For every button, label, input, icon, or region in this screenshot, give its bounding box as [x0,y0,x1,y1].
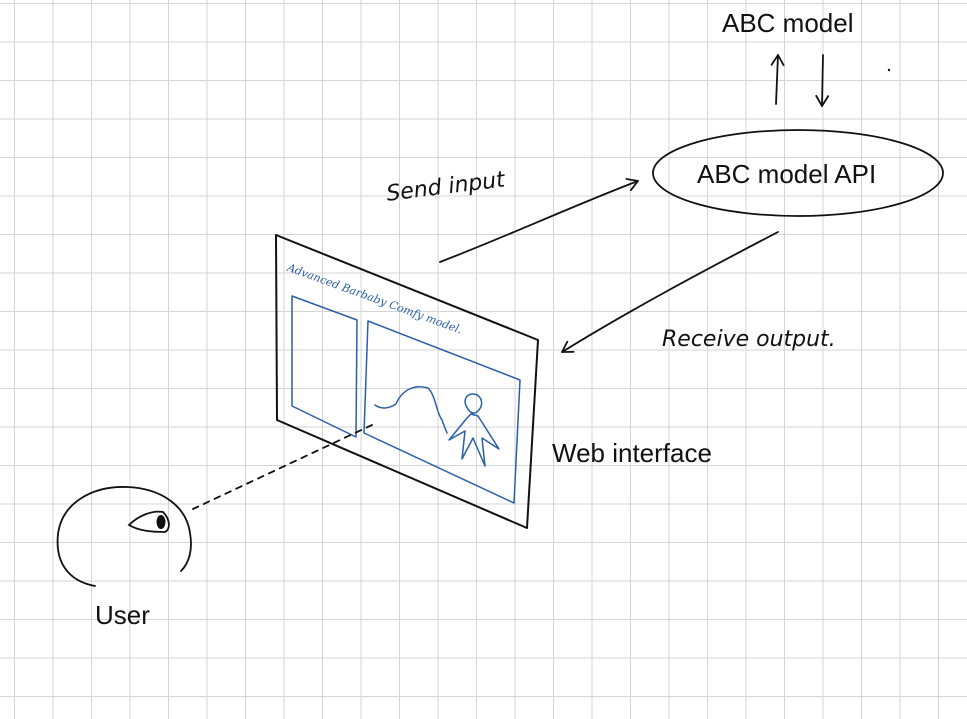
abc-model-api-label: ABC model API [697,159,877,189]
sight-line [192,424,373,510]
abc-model-label: ABC model [722,8,854,38]
api-ellipse [652,129,944,217]
screen-left-pane [291,295,358,438]
web-interface-panel [275,234,539,529]
stray-dot [887,68,891,72]
receive-output-label: Receive output. [662,327,836,352]
model-to-api-arrow [815,54,830,107]
screen-figure [448,393,500,467]
receive-output-arrow [561,231,779,353]
screen-right-pane [363,320,521,504]
user-label: User [95,600,150,630]
web-interface-label: Web interface [552,438,712,468]
api-to-model-arrow [770,54,785,105]
user-head [56,486,192,587]
screen-sketch [291,295,521,504]
screen-curve [374,386,448,434]
send-input-arrow [439,178,639,263]
eye-icon [127,510,170,533]
